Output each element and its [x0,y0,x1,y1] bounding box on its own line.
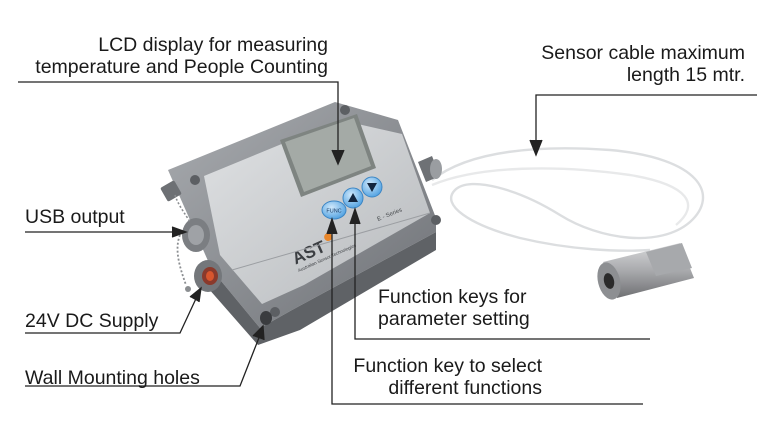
lcd-display-label: LCD display for measuring temperature an… [35,34,328,78]
leader-lines [18,81,757,405]
lcd-display [280,114,376,197]
usb-cap [160,180,191,223]
sensor-cable-label: Sensor cable maximum length 15 mtr. [541,42,745,86]
function-keys-label: Function keys for parameter setting [378,286,530,330]
down-arrow-icon [367,183,377,192]
up-arrow-icon [348,193,358,202]
func-key-label: FUNC [326,209,341,215]
usb-connector [176,218,210,292]
usb-output-label: USB output [25,206,125,228]
func-key[interactable]: FUNC [321,200,347,220]
wall-mounting-hole [260,311,272,325]
wall-mounting-label: Wall Mounting holes [25,367,200,389]
function-select-label: Function key to select different functio… [353,355,542,399]
cable-gland [418,156,442,182]
down-key[interactable] [361,176,383,198]
up-key[interactable] [342,187,364,209]
sensor-cable [431,147,705,252]
dc-supply-label: 24V DC Supply [25,310,159,332]
dc-supply-connector [194,260,222,292]
infrared-sensor-probe [597,243,694,300]
